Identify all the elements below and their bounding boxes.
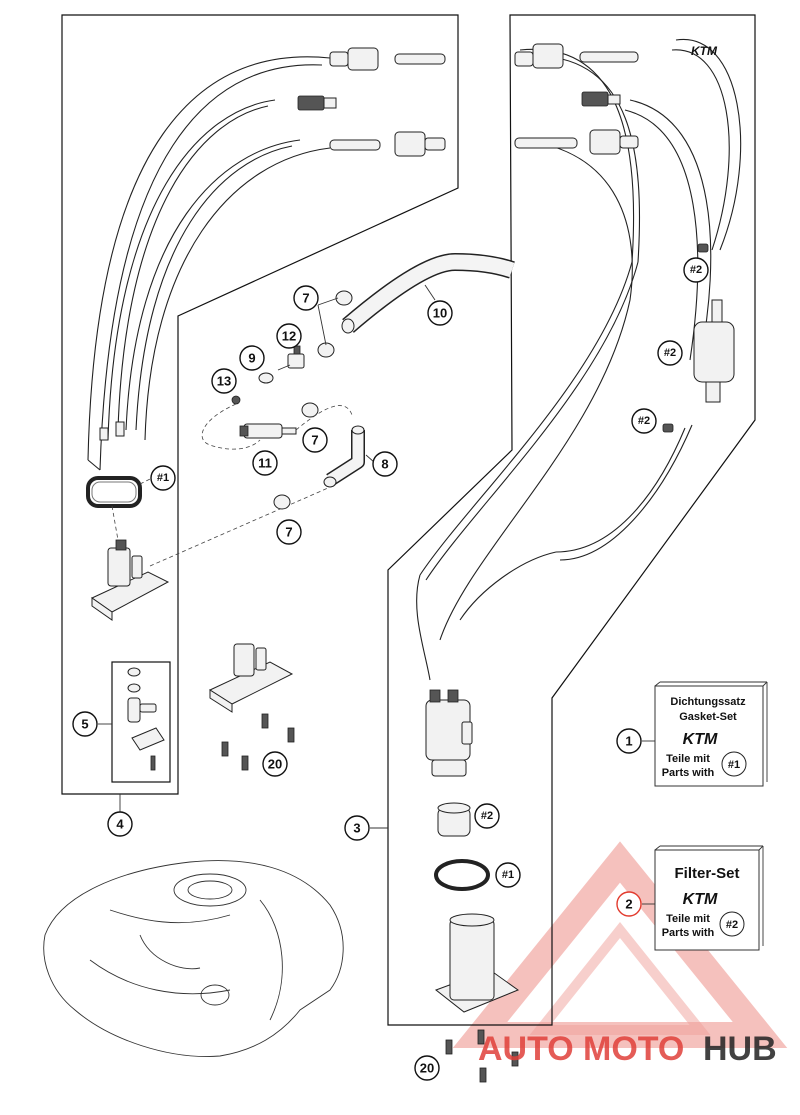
right-connector-quick-2 — [514, 129, 639, 155]
svg-text:MOTO: MOTO — [583, 1030, 684, 1068]
flange-screws — [221, 713, 295, 771]
gasket-set-line1: Teile mit — [666, 753, 710, 765]
svg-text:7: 7 — [285, 525, 292, 540]
svg-text:AUTO: AUTO — [478, 1030, 574, 1068]
svg-text:2: 2 — [625, 897, 632, 912]
screw-13 — [231, 395, 241, 405]
right-connector-plug — [581, 91, 621, 107]
gasket-set-line2: Parts with — [662, 767, 715, 779]
callout-13: 13 — [211, 368, 237, 394]
hose-clamp-low — [273, 494, 291, 510]
right-fuel-hoses — [416, 38, 742, 681]
fitting-12 — [277, 345, 305, 371]
gasket-set-title-en: Gasket-Set — [679, 711, 737, 723]
callout-hash2-clamp-bottom: #2 — [631, 408, 657, 434]
hose-elbow-8 — [323, 425, 365, 488]
filter-clamp-bottom — [662, 423, 674, 433]
svg-text:3: 3 — [353, 821, 360, 836]
hose-ktm-marking: KTM — [691, 44, 718, 58]
callout-hash1-right-gasket: #1 — [495, 862, 521, 888]
pump-housing — [434, 913, 520, 1013]
callout-1: 1 — [616, 728, 642, 754]
left-connector-quick-2 — [329, 131, 446, 157]
hose-clamp-right — [301, 402, 319, 418]
svg-text:9: 9 — [248, 351, 255, 366]
svg-text:#2: #2 — [690, 264, 702, 276]
svg-text:7: 7 — [311, 433, 318, 448]
gasket-set-brand-logo: KTM — [683, 731, 718, 748]
svg-text:5: 5 — [81, 717, 88, 732]
filter-set-line1: Teile mit — [666, 913, 710, 925]
svg-text:20: 20 — [420, 1061, 434, 1076]
gasket-set-ref: #1 — [728, 759, 740, 771]
svg-text:12: 12 — [282, 329, 296, 344]
gasket-set-title-de: Dichtungssatz — [670, 696, 746, 708]
svg-text:20: 20 — [268, 757, 282, 772]
left-connector-plug — [297, 95, 337, 111]
spare-pump-flange — [208, 643, 294, 713]
svg-text:11: 11 — [258, 456, 272, 471]
connector-11 — [239, 423, 297, 439]
svg-text:8: 8 — [381, 457, 388, 472]
callout-4: 4 — [107, 811, 133, 837]
hose-clamp-mid — [317, 342, 335, 358]
fuel-filter — [693, 299, 735, 403]
svg-text:13: 13 — [217, 374, 231, 389]
right-connector-quick-1 — [514, 43, 639, 69]
filter-set-title: Filter-Set — [674, 865, 739, 882]
callout-2: 2 — [616, 891, 642, 917]
callout-hash2-strainer: #2 — [474, 803, 500, 829]
svg-text:1: 1 — [625, 734, 632, 749]
svg-text:#2: #2 — [481, 810, 493, 822]
filter-set-line2: Parts with — [662, 927, 715, 939]
fuel-tank — [43, 860, 344, 1057]
svg-text:#2: #2 — [664, 347, 676, 359]
hose-10 — [341, 252, 515, 334]
callout-20-bottom: 20 — [414, 1055, 440, 1081]
svg-text:4: 4 — [116, 817, 124, 832]
pump-screws-bottom — [445, 1029, 519, 1083]
callout-hash1-left-gasket: #1 — [150, 465, 176, 491]
callout-5: 5 — [72, 711, 98, 737]
callout-11: 11 — [252, 450, 278, 476]
left-connector-quick-1 — [329, 47, 446, 71]
callout-10: 10 — [427, 300, 453, 326]
group-outline-4 — [61, 14, 459, 795]
watermark-text: AUTO MOTO HUB — [478, 1030, 777, 1068]
callout-7-low: 7 — [276, 519, 302, 545]
left-fuel-pump-unit — [91, 505, 170, 621]
callout-9: 9 — [239, 345, 265, 371]
parts-box-5 — [111, 661, 171, 783]
callout-12: 12 — [276, 323, 302, 349]
filter-clamp-top — [697, 243, 709, 253]
callout-hash2-filter: #2 — [657, 340, 683, 366]
o-ring-9 — [258, 372, 274, 384]
callout-8: 8 — [372, 451, 398, 477]
filter-set-brand-logo: KTM — [683, 891, 718, 908]
svg-text:KTM: KTM — [691, 44, 718, 58]
svg-text:10: 10 — [433, 306, 447, 321]
callout-7-mid: 7 — [302, 427, 328, 453]
gasket-set-card: Dichtungssatz Gasket-Set KTM Teile mit P… — [654, 681, 768, 787]
pump-strainer — [437, 802, 471, 837]
left-fuel-hoses — [87, 56, 331, 471]
filter-set-ref: #2 — [726, 919, 738, 931]
svg-text:#1: #1 — [502, 869, 514, 881]
left-pump-gasket — [86, 476, 142, 508]
svg-text:#2: #2 — [638, 415, 650, 427]
filter-set-card: Filter-Set KTM Teile mit Parts with #2 — [654, 845, 764, 951]
callout-3: 3 — [344, 815, 370, 841]
svg-text:HUB: HUB — [703, 1030, 777, 1068]
group-outline-3 — [387, 14, 756, 1026]
svg-text:#1: #1 — [157, 472, 169, 484]
callout-20-flange: 20 — [262, 751, 288, 777]
callout-7-top: 7 — [293, 285, 319, 311]
right-pump-gasket — [434, 859, 490, 891]
callout-hash2-clamp-top: #2 — [683, 257, 709, 283]
right-fuel-pump-unit — [425, 689, 473, 777]
svg-text:7: 7 — [302, 291, 309, 306]
hose-clamp-top — [335, 290, 353, 306]
